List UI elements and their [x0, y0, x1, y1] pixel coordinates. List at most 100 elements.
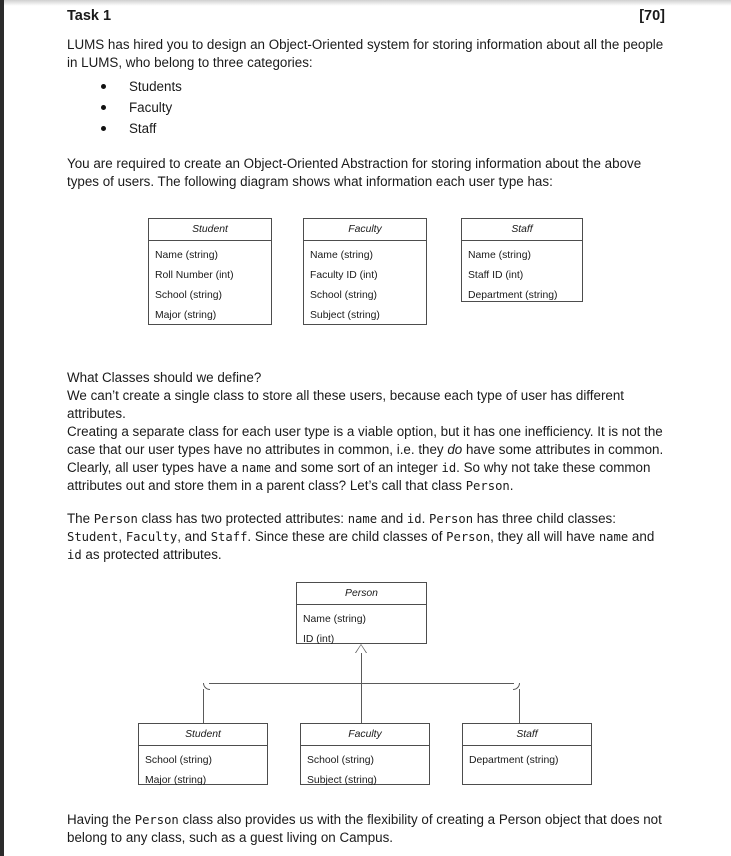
- uml-child-class-student: Student School (string) Major (string): [138, 723, 268, 786]
- uml-class-person: Person Name (string) ID (int): [296, 582, 427, 645]
- text-run: class also provides us with the flexibil…: [67, 812, 662, 845]
- task-marks: [70]: [639, 8, 665, 24]
- uml-attribute-list: School (string) Major (string): [139, 746, 267, 795]
- code-id: id: [441, 461, 457, 475]
- uml-class-title: Faculty: [304, 219, 426, 241]
- code-person: Person: [446, 530, 491, 544]
- text-run: . Since these are child classes of: [247, 529, 447, 544]
- text-run: and: [377, 511, 407, 526]
- uml-class-title: Person: [297, 583, 426, 605]
- uml-attribute: Major (string): [155, 310, 217, 321]
- text-run: , and: [177, 529, 211, 544]
- connector-stem: [361, 653, 362, 683]
- uml-attribute: School (string): [310, 290, 377, 301]
- connector-drop-faculty: [361, 683, 362, 723]
- uml-attribute: Subject (string): [307, 775, 377, 786]
- discussion-paragraph-2: Creating a separate class for each user …: [67, 423, 665, 495]
- uml-class-faculty: Faculty Name (string) Faculty ID (int) S…: [303, 218, 427, 325]
- discussion-paragraph-3: The Person class has two protected attri…: [67, 510, 665, 564]
- text-run: Creating a separate class for each user …: [67, 424, 663, 457]
- uml-class-staff: Staff Name (string) Staff ID (int) Depar…: [461, 218, 583, 302]
- code-name: name: [347, 512, 378, 526]
- code-name: name: [241, 461, 272, 475]
- discussion-question: What Classes should we define?: [67, 370, 262, 385]
- code-faculty: Faculty: [125, 530, 178, 544]
- text-run: .: [509, 478, 514, 493]
- uml-attribute: School (string): [155, 290, 222, 301]
- code-student: Student: [67, 530, 119, 544]
- list-item: Staff: [101, 118, 665, 139]
- text-run: have some attributes in common. Clearly,…: [67, 442, 664, 475]
- uml-attribute: Major (string): [145, 775, 207, 786]
- discussion-paragraph-1: We can’t create a single class to store …: [67, 388, 625, 421]
- uml-attribute: Department (string): [469, 755, 559, 766]
- uml-attribute: Roll Number (int): [155, 270, 234, 281]
- uml-attributes-diagram: Student Name (string) Roll Number (int) …: [67, 215, 665, 343]
- code-name: name: [598, 530, 629, 544]
- uml-attribute: Name (string): [303, 614, 366, 625]
- uml-attribute-list: School (string) Subject (string): [301, 746, 429, 795]
- uml-attribute: Staff ID (int): [468, 270, 524, 281]
- code-person: Person: [429, 512, 474, 526]
- uml-attribute-list: Name (string) Staff ID (int) Department …: [462, 241, 582, 310]
- uml-attribute-list: Name (string) ID (int): [297, 605, 426, 654]
- text-run: .: [421, 511, 430, 526]
- category-label: Faculty: [129, 100, 173, 115]
- connector-corner-left: [203, 683, 210, 690]
- emphasis-do: do: [447, 442, 463, 457]
- intro-paragraph-1: LUMS has hired you to design an Object-O…: [67, 37, 664, 70]
- connector-drop-staff: [519, 689, 520, 723]
- page-top-edge: [0, 0, 731, 6]
- intro-paragraph-2: You are required to create an Object-Ori…: [67, 156, 642, 189]
- text-run: as protected attributes.: [81, 547, 222, 562]
- text-run: and some sort of an integer: [271, 460, 442, 475]
- document-content: Task 1 [70] LUMS has hired you to design…: [67, 4, 665, 847]
- uml-class-student: Student Name (string) Roll Number (int) …: [148, 218, 272, 325]
- text-run: . So why not take these common attribute…: [67, 460, 651, 493]
- code-id: id: [406, 512, 422, 526]
- text-run: has three child classes:: [473, 511, 616, 526]
- user-category-list: Students Faculty Staff: [67, 76, 665, 139]
- uml-attribute-list: Name (string) Roll Number (int) School (…: [149, 241, 271, 330]
- uml-attribute: Name (string): [155, 250, 218, 261]
- uml-attribute: Faculty ID (int): [310, 270, 378, 281]
- uml-attribute: ID (int): [303, 634, 335, 645]
- code-person: Person: [93, 512, 138, 526]
- category-label: Students: [129, 79, 182, 94]
- text-run: , they all will have: [490, 529, 599, 544]
- uml-attribute: Name (string): [310, 250, 373, 261]
- inheritance-arrowhead-fill: [356, 645, 366, 653]
- code-person: Person: [134, 813, 179, 827]
- uml-child-class-staff: Staff Department (string): [462, 723, 592, 785]
- code-id: id: [67, 548, 82, 562]
- connector-drop-student: [203, 689, 204, 723]
- uml-attribute: Name (string): [468, 250, 531, 261]
- page-left-edge-inner: [4, 6, 6, 856]
- text-run: Having the: [67, 812, 135, 827]
- uml-child-class-faculty: Faculty School (string) Subject (string): [300, 723, 430, 786]
- uml-attribute: School (string): [307, 755, 374, 766]
- uml-attribute: Subject (string): [310, 310, 380, 321]
- uml-attribute-list: Department (string): [463, 746, 591, 775]
- page-left-edge: [0, 0, 4, 856]
- uml-class-title: Faculty: [301, 724, 429, 746]
- uml-class-title: Student: [139, 724, 267, 746]
- uml-attribute: Department (string): [468, 290, 558, 301]
- uml-class-title: Staff: [462, 219, 582, 241]
- text-run: class has two protected attributes:: [137, 511, 348, 526]
- closing-paragraph: Having the Person class also provides us…: [67, 811, 665, 847]
- category-label: Staff: [129, 121, 157, 136]
- uml-attribute-list: Name (string) Faculty ID (int) School (s…: [304, 241, 426, 330]
- uml-class-title: Staff: [463, 724, 591, 746]
- list-item: Students: [101, 76, 665, 97]
- text-run: and: [628, 529, 655, 544]
- page-title: Task 1: [67, 8, 112, 24]
- code-staff: Staff: [210, 530, 248, 544]
- text-run: ,: [118, 529, 126, 544]
- list-item: Faculty: [101, 97, 665, 118]
- uml-class-title: Student: [149, 219, 271, 241]
- uml-attribute: School (string): [145, 755, 212, 766]
- task-header: Task 1 [70]: [67, 8, 665, 24]
- text-run: The: [67, 511, 94, 526]
- uml-inheritance-diagram: Person Name (string) ID (int) Student Sc…: [67, 582, 665, 797]
